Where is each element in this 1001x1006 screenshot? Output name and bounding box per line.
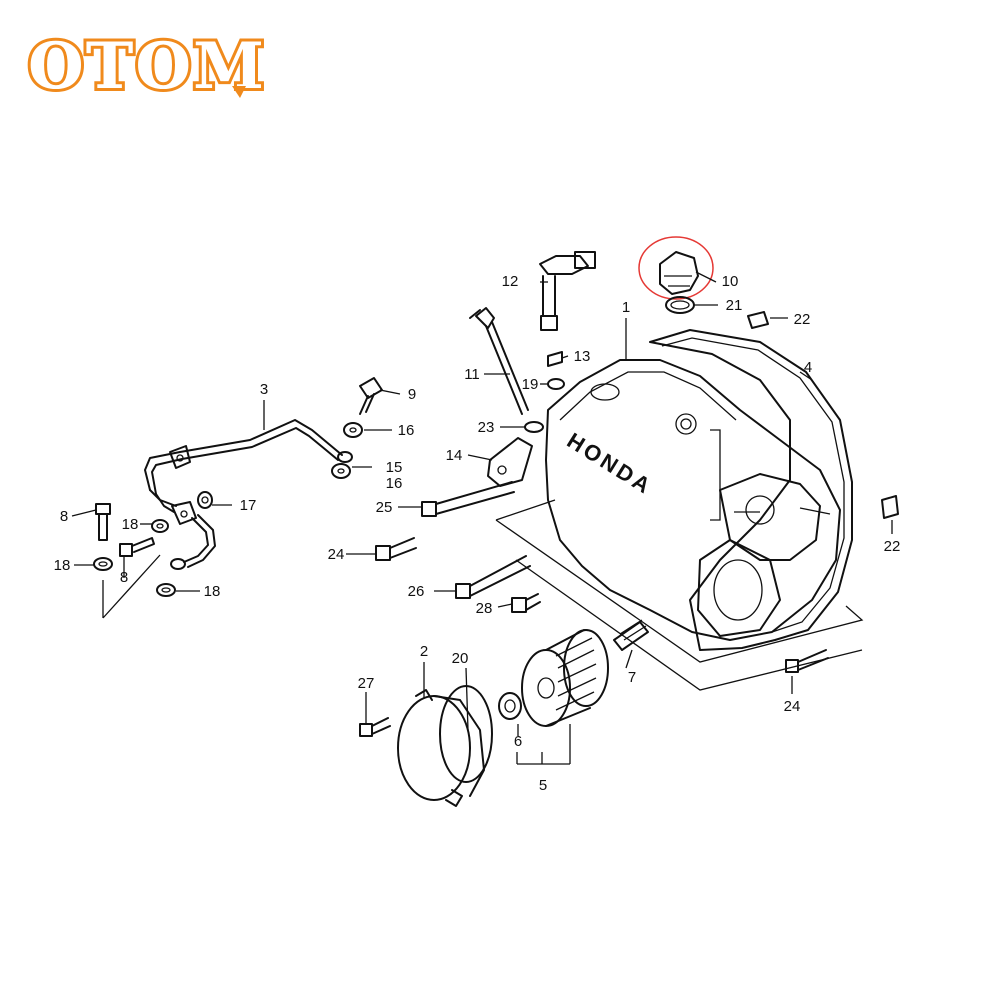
- callout-5: 5: [539, 777, 547, 794]
- callout-28: 28: [476, 600, 493, 617]
- callout-13: 13: [574, 348, 591, 365]
- callout-19: 19: [522, 376, 539, 393]
- callout-3: 3: [260, 381, 268, 398]
- callout-26: 26: [408, 583, 425, 600]
- callout-20: 20: [452, 650, 469, 667]
- washer-18-c: [156, 583, 176, 597]
- callout-12: 12: [502, 273, 519, 290]
- oring-23: [524, 421, 544, 433]
- callout-14: 14: [446, 447, 463, 464]
- bolt-24-right: [785, 649, 829, 673]
- cover-brand-text: HONDA: [563, 428, 657, 500]
- group-bracket-18: [102, 554, 161, 619]
- callout-9: 9: [408, 386, 416, 403]
- dowel-22-top: [747, 311, 769, 329]
- oil-pipe: [144, 419, 353, 570]
- oring-20: [439, 685, 493, 783]
- washer-17: [197, 491, 213, 509]
- leader-lines: [71, 271, 893, 764]
- ring-6: [498, 692, 522, 720]
- callout-18-a: 18: [122, 516, 139, 533]
- callout-1: 1: [622, 299, 630, 316]
- callout-22-right: 22: [884, 538, 901, 555]
- washer-16-a: [343, 422, 363, 438]
- callout-7: 7: [628, 669, 636, 686]
- callout-18-b: 18: [54, 557, 71, 574]
- callout-27: 27: [358, 675, 375, 692]
- bolt-28: [511, 593, 541, 613]
- callout-11: 11: [464, 366, 480, 383]
- dowel-22-right: [881, 495, 899, 519]
- spring-13: [547, 351, 563, 367]
- gasket-4: [649, 329, 853, 651]
- spring-7: [613, 619, 649, 651]
- callout-23: 23: [478, 419, 495, 436]
- callout-16-b: 16: [386, 475, 403, 492]
- callout-21: 21: [726, 297, 743, 314]
- bracket-14: [487, 437, 533, 487]
- bolt-9: [359, 377, 383, 415]
- callout-24-right: 24: [784, 698, 801, 715]
- callout-8-upper: 8: [60, 508, 68, 525]
- washer-15-16: [331, 463, 351, 479]
- washer-18-a: [151, 519, 169, 533]
- callout-16-a: 16: [398, 422, 415, 439]
- svg-text:OTOM: OTOM: [28, 29, 266, 104]
- guide-lines: [495, 499, 864, 691]
- highlight-circle: [638, 236, 714, 300]
- callout-18-c: 18: [204, 583, 221, 600]
- callout-2: 2: [420, 643, 428, 660]
- callout-25: 25: [376, 499, 393, 516]
- otom-logo: OTOM: [25, 26, 267, 107]
- sensor-12: [539, 251, 596, 331]
- group-bracket-5: [516, 724, 571, 765]
- callout-labels: 1 2 3 4 5 6 7 8 8 9 10 11 12 13 14 15 16…: [54, 273, 901, 794]
- callout-8-lower: 8: [120, 569, 128, 586]
- callout-10: 10: [722, 273, 739, 290]
- callout-6: 6: [514, 733, 522, 750]
- callout-4: 4: [804, 359, 812, 376]
- callout-15: 15: [386, 459, 403, 476]
- oil-filler-cap-10: [659, 251, 699, 295]
- oring-19: [547, 378, 565, 390]
- bolt-27: [359, 717, 391, 737]
- bolt-8-lower: [119, 537, 155, 557]
- bolt-25: [421, 481, 515, 517]
- filter-cover-2: [397, 689, 485, 807]
- bolt-8-upper: [95, 503, 111, 541]
- oil-filter-5: [521, 629, 609, 727]
- clutch-cover-1: HONDA: [545, 359, 841, 641]
- callout-22-top: 22: [794, 311, 811, 328]
- washer-18-b: [93, 557, 113, 571]
- callout-24-left: 24: [328, 546, 345, 563]
- bolt-24-left: [375, 537, 417, 561]
- callout-17: 17: [240, 497, 257, 514]
- dipstick: [469, 307, 529, 415]
